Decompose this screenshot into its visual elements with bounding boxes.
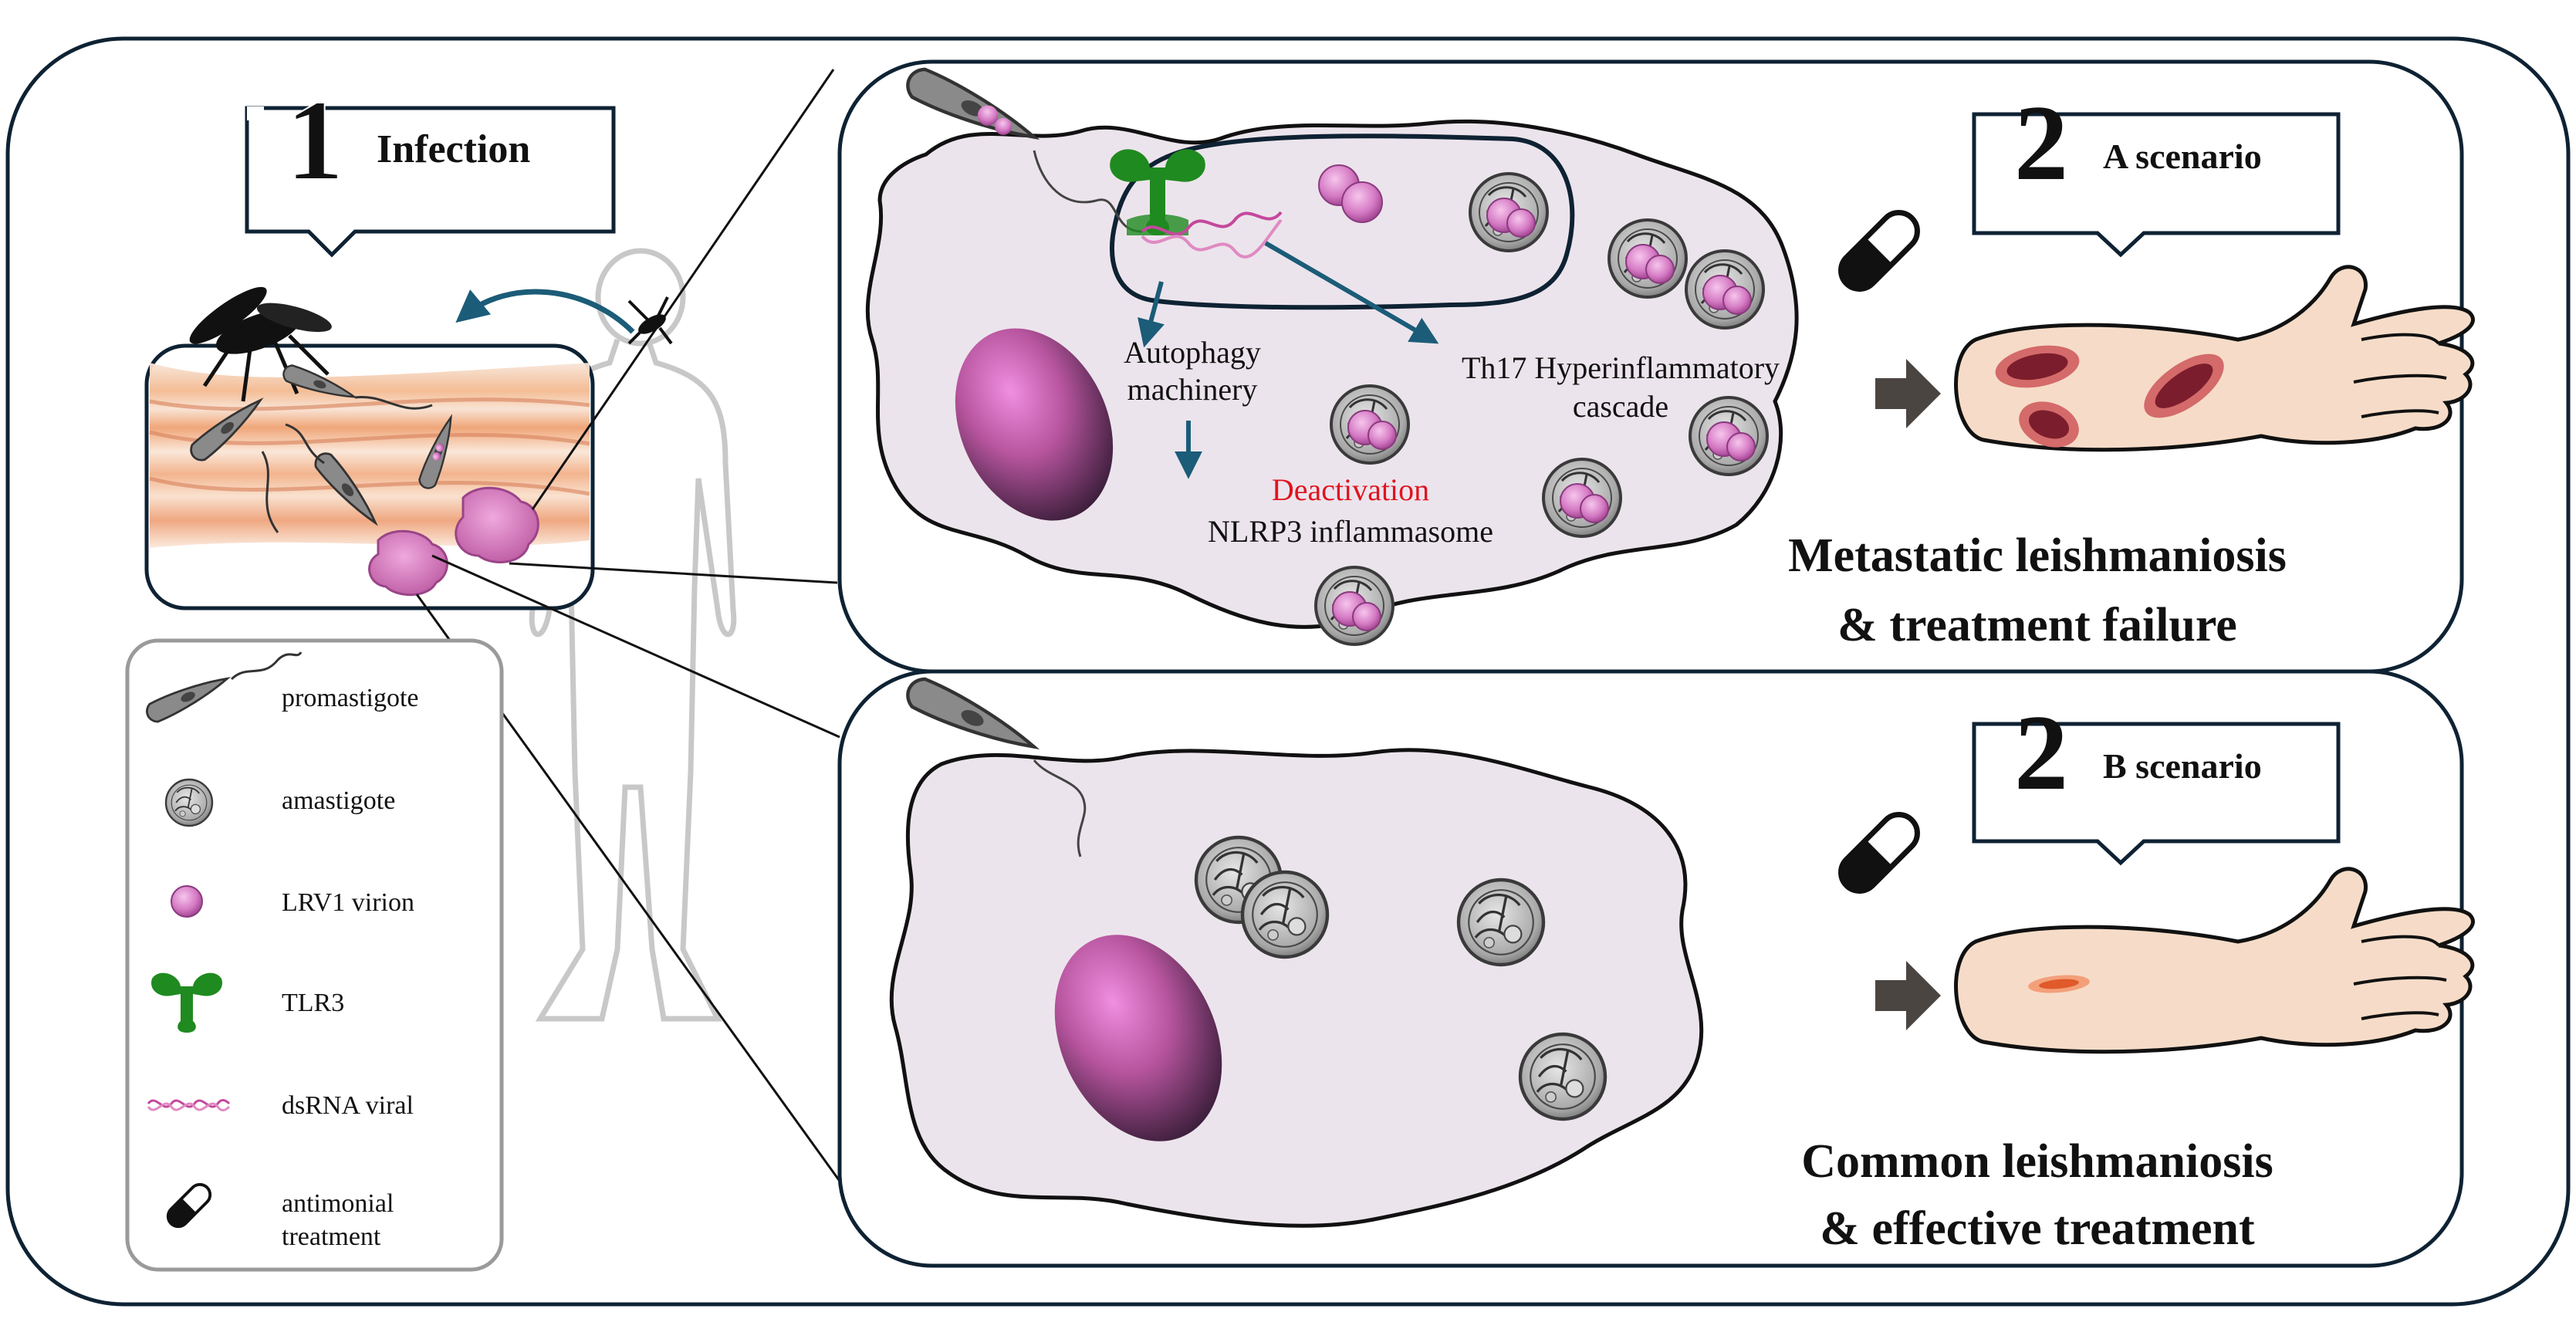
label-deactivation: Deactivation (1272, 472, 1429, 507)
legend-label-promastigote: promastigote (282, 684, 419, 712)
amastigote-2b (1459, 880, 1543, 965)
legend-label-amastigote: amastigote (282, 786, 395, 815)
sandfly-icon (189, 286, 332, 402)
legend-label-treatment: treatment (282, 1222, 381, 1251)
panel-1-infection: 1 Infection (144, 69, 847, 1189)
outcome-2a-line2: & treatment failure (1837, 599, 2237, 651)
small-sandfly-icon (627, 296, 673, 345)
amastigote-2a (1331, 386, 1408, 463)
host-cell (368, 529, 448, 597)
legend-label-tlr3: TLR3 (282, 989, 344, 1017)
panel-2a-number: 2 (2014, 83, 2068, 203)
nucleus-2a (955, 328, 1114, 521)
arm-lesion-2b (1954, 867, 2475, 1054)
arrow-to-th17 (1264, 241, 1439, 344)
amastigote-2b (1242, 872, 1327, 957)
gray-arrow-2a (1875, 359, 1941, 428)
panel-2b-number: 2 (2014, 693, 2068, 813)
zoom-connectors (415, 69, 847, 1189)
panel-1-callout (245, 106, 616, 258)
label-th17-2: cascade (1573, 389, 1668, 424)
amastigote-icon (164, 778, 214, 827)
panel-1-number: 1 (286, 76, 344, 205)
gray-arrow-2b (1875, 961, 1941, 1030)
legend-box (125, 638, 504, 1272)
panel-2b-title: B scenario (2103, 746, 2262, 786)
nucleus-2b (1054, 935, 1222, 1141)
promastigote-2a (903, 65, 1041, 151)
panel-2a-callout (1972, 112, 2341, 258)
amastigote-2a (1470, 174, 1547, 251)
amastigote-2a (1316, 567, 1393, 644)
amastigote-2b (1520, 1034, 1605, 1119)
amastigote-2a (1543, 459, 1621, 536)
outcome-2a-line1: Metastatic leishmaniosis (1788, 529, 2287, 582)
fly-transfer-arrow (455, 289, 635, 334)
outcome-2b-line2: & effective treatment (1820, 1202, 2255, 1255)
outcome-2b-line1: Common leishmaniosis (1801, 1135, 2273, 1188)
label-autophagy-2: machinery (1127, 372, 1258, 407)
host-cell (455, 486, 539, 563)
skin-promastigotes (185, 362, 460, 533)
label-th17-1: Th17 Hyperinflammatory (1462, 350, 1780, 385)
panel-2a-title: A scenario (2103, 137, 2262, 176)
legend-label-lrv1-virion: LRV1 virion (282, 888, 414, 917)
panel-2b: 2 B scenario Common leishmaniosis & effe… (837, 669, 2475, 1268)
label-autophagy-1: Autophagy (1124, 335, 1261, 370)
vacuole-2a (1109, 134, 1575, 310)
lrv1-virion-icon (171, 885, 203, 918)
label-nlrp3: NLRP3 inflammasome (1208, 514, 1493, 549)
amastigote-2a (1690, 397, 1767, 475)
panel-2a: Autophagy machinery Th17 Hyperinflammato… (837, 59, 2475, 674)
amastigote-2a (1686, 251, 1763, 328)
amastigote-2a (1609, 220, 1686, 297)
dsrna-icon (147, 1099, 231, 1111)
virion (1341, 181, 1383, 223)
dsrna-2a (1141, 211, 1283, 259)
panel-1-title: Infection (377, 127, 530, 171)
tlr3-icon (151, 972, 222, 1033)
legend-label-antimonial: antimonial (282, 1189, 394, 1218)
legend-label-dsrna: dsRNA viral (282, 1091, 414, 1120)
arrow-to-autophagy (1138, 281, 1165, 348)
arm-lesions-2a (1954, 265, 2475, 452)
legend: promastigote amastigote LRV1 virion TLR3… (125, 638, 504, 1272)
panel-2b-callout (1972, 722, 2341, 866)
